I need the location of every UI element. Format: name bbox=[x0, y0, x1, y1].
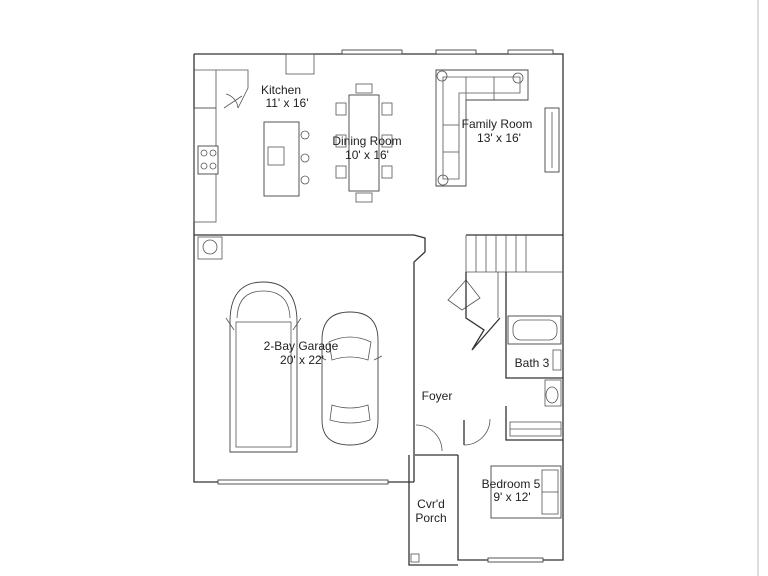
interior-walls bbox=[415, 272, 563, 456]
garage-name: 2-Bay Garage bbox=[264, 339, 339, 353]
water-heater-icon bbox=[197, 236, 223, 260]
foyer-name: Foyer bbox=[422, 389, 453, 403]
kitchen-size: 11' x 16' bbox=[265, 96, 308, 110]
bedroom-name: Bedroom 5 bbox=[482, 477, 541, 491]
family-size: 13' x 16' bbox=[477, 131, 521, 145]
bath-name: Bath 3 bbox=[515, 356, 550, 370]
kitchen-area bbox=[193, 69, 310, 223]
sectional-sofa-icon bbox=[435, 69, 529, 187]
stairs-icon bbox=[447, 234, 563, 318]
van-icon bbox=[225, 281, 302, 453]
toilet-icon bbox=[544, 379, 562, 407]
dining-name: Dining Room bbox=[332, 134, 401, 148]
range-icon bbox=[197, 145, 219, 175]
bath-sink bbox=[552, 349, 562, 371]
kitchen-island bbox=[263, 121, 310, 197]
bed-icon bbox=[490, 465, 562, 519]
garage-size: 20' x 22' bbox=[280, 353, 324, 367]
car-icon bbox=[317, 311, 383, 446]
dining-table-icon bbox=[335, 83, 393, 203]
porch-name-line2: Porch bbox=[415, 511, 446, 525]
tv-icon bbox=[544, 107, 560, 173]
porch-name-line1: Cvr'd bbox=[417, 497, 445, 511]
bedroom-size: 9' x 12' bbox=[493, 490, 530, 504]
porch-post bbox=[410, 553, 420, 563]
dining-size: 10' x 16' bbox=[345, 148, 389, 162]
family-name: Family Room bbox=[462, 117, 533, 131]
kitchen-name: Kitchen bbox=[261, 83, 301, 97]
room-labels: Kitchen 11' x 16' Dining Room 10' x 16' … bbox=[261, 83, 550, 525]
bathtub-icon bbox=[507, 315, 562, 345]
closet bbox=[509, 421, 562, 437]
